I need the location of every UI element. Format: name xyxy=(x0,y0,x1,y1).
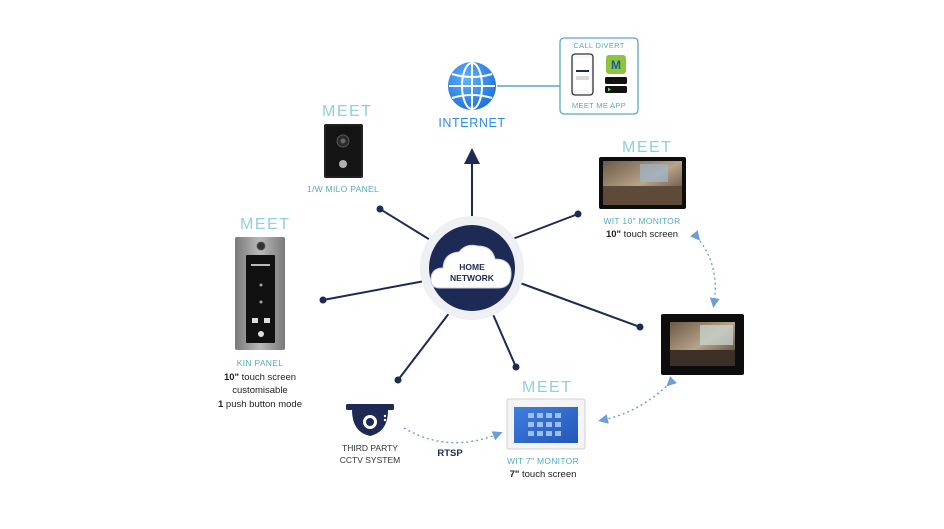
kin-spec-1-rest: touch screen xyxy=(239,372,297,383)
cloud-icon xyxy=(430,244,512,289)
spoke-wit7 xyxy=(491,311,517,368)
meet-me-app-box: M xyxy=(559,37,639,115)
cctv-label-line2: CCTV SYSTEM xyxy=(339,455,401,465)
rtsp-label: RTSP xyxy=(437,448,463,459)
spoke-wit7-node xyxy=(512,363,520,371)
spoke-cctv-node xyxy=(394,376,402,384)
black-wit7-link xyxy=(598,376,677,424)
milo-brand-logo: MEET xyxy=(322,103,373,120)
wit7-spec-rest: touch screen xyxy=(519,469,577,480)
kin-brand-logo: MEET xyxy=(240,216,291,233)
cctv-label-line1: THIRD PARTY xyxy=(342,443,398,453)
svg-text:M: M xyxy=(611,58,621,72)
spoke-wit10 xyxy=(509,213,579,241)
wit7-spec: 7" touch screen xyxy=(488,469,598,480)
app-box-title: CALL DIVERT xyxy=(573,41,625,50)
call-button-icon xyxy=(339,160,347,168)
kin-spec-2: customisable xyxy=(232,385,288,396)
kin-panel-device xyxy=(235,237,285,350)
app-store-badge xyxy=(605,77,627,84)
milo-panel-caption: 1/W MILO PANEL xyxy=(306,184,380,194)
dotted-connectors xyxy=(403,230,720,444)
hub-label-line1: HOME xyxy=(459,262,485,272)
wit10-black-link xyxy=(690,230,720,308)
black-monitor-device xyxy=(661,314,744,375)
kin-panel-caption: KIN PANEL xyxy=(236,358,284,368)
rtsp-link xyxy=(403,427,503,444)
wit7-caption: WIT 7" MONITOR xyxy=(506,456,580,466)
kin-spec-3: 1 push button mode xyxy=(195,399,325,410)
app-logo-icon xyxy=(606,55,626,74)
milo-panel-device xyxy=(324,124,363,178)
kin-camera-icon xyxy=(256,241,266,251)
kin-spec-1: 10" touch screen xyxy=(200,372,320,383)
kin-spec-3-rest: push button mode xyxy=(223,399,302,410)
kin-button-icon xyxy=(258,331,264,337)
google-play-badge xyxy=(605,86,627,93)
wit10-spec: 10" touch screen xyxy=(587,229,697,240)
spoke-kin-node xyxy=(319,296,327,304)
globe-icon xyxy=(448,62,496,110)
wit7-monitor-device xyxy=(506,398,586,450)
spoke-wit10-node xyxy=(574,210,582,218)
wit10-brand-logo: MEET xyxy=(622,139,673,156)
spoke-monitor7-black-node xyxy=(636,323,644,331)
wit10-spec-bold: 10" xyxy=(605,229,622,240)
cctv-camera-icon xyxy=(346,404,394,436)
wit10-spec-rest: touch screen xyxy=(621,229,679,240)
home-network-hub: HOME NETWORK xyxy=(420,216,524,320)
internet-label: INTERNET xyxy=(438,116,506,130)
wit10-monitor-device xyxy=(599,157,686,209)
spoke-milo-node xyxy=(376,205,384,213)
kin-spec-1-bold: 10" xyxy=(223,372,240,383)
wit7-brand-logo: MEET xyxy=(522,379,573,396)
spoke-kin xyxy=(322,279,431,301)
spoke-monitor7-black xyxy=(511,279,641,328)
app-box-caption: MEET ME APP xyxy=(571,101,626,110)
wit10-caption: WIT 10" MONITOR xyxy=(603,216,681,226)
hub-label-line2: NETWORK xyxy=(450,273,495,283)
kin-spec-3-bold: 1 xyxy=(218,399,224,410)
spoke-cctv xyxy=(397,311,451,381)
wit7-spec-bold: 7" xyxy=(509,469,520,480)
